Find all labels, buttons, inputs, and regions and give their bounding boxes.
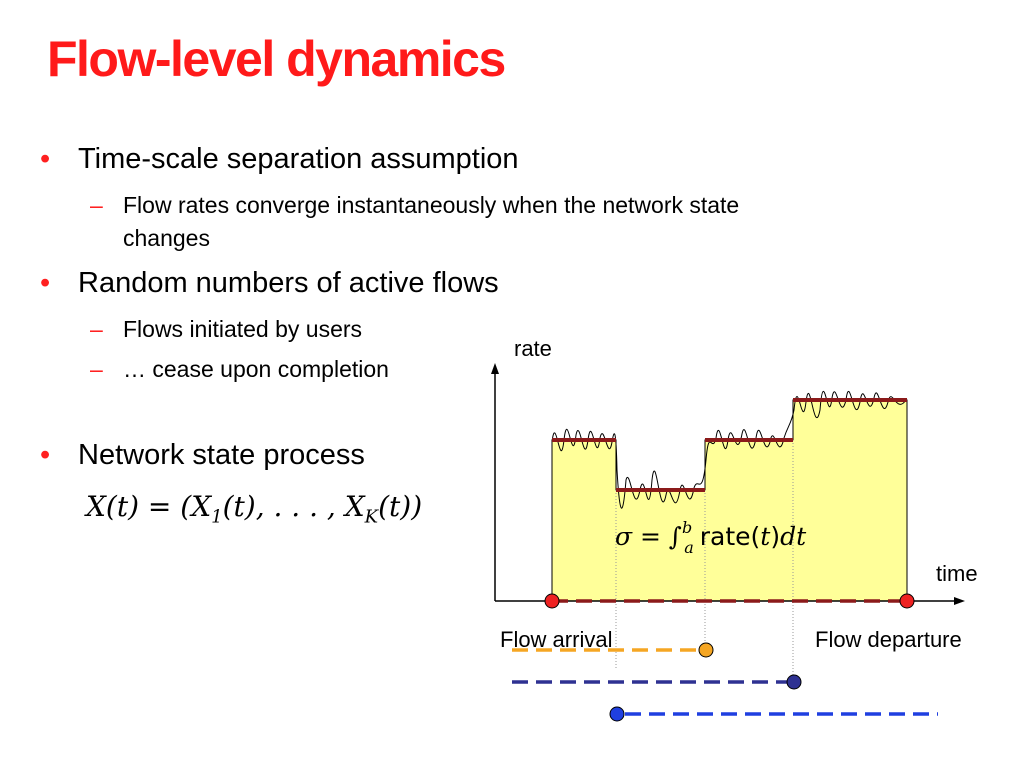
- bullet-marker: •: [40, 439, 51, 471]
- bullet-network-state: • Network state process: [40, 439, 365, 472]
- network-state-formula: X(t) = (X1(t), . . . , XK(t)): [86, 490, 423, 528]
- bullet-text: Time-scale separation assumption: [78, 143, 519, 175]
- sub-bullet-marker: –: [90, 356, 103, 382]
- flow-arrival-label: Flow arrival: [500, 627, 612, 652]
- sub-bullet-marker: –: [90, 192, 103, 218]
- flow-2-departure-marker: [786, 674, 802, 690]
- slide-title: Flow-level dynamics: [47, 31, 506, 87]
- sub-bullet-flows-initiated: –Flows initiated by users: [90, 313, 362, 346]
- mean-rate-levels: [552, 398, 907, 492]
- sub-bullet-text: … cease upon completion: [123, 356, 389, 382]
- flow-departure-label: Flow departure: [815, 627, 962, 652]
- bullet-text: Network state process: [78, 439, 365, 471]
- bullet-time-scale: • Time-scale separation assumption: [40, 143, 519, 176]
- sub-bullet-text: Flow rates converge instantaneously when…: [123, 192, 740, 251]
- bullet-text: Random numbers of active flows: [78, 267, 499, 299]
- y-axis-arrow: [491, 363, 499, 374]
- flow-3-arrival-marker: [609, 706, 625, 722]
- flow-arrival-marker: [544, 593, 560, 609]
- flow-1-departure-marker: [698, 642, 714, 658]
- bullet-marker: •: [40, 267, 51, 299]
- x-axis-label: time: [936, 561, 978, 586]
- flow-departure-marker: [899, 593, 915, 609]
- sub-bullet-text: Flows initiated by users: [123, 316, 363, 342]
- sub-bullet-marker: –: [90, 316, 103, 342]
- bullet-random-flows: • Random numbers of active flows: [40, 267, 499, 300]
- x-axis-arrow: [954, 597, 965, 605]
- sub-bullet-flow-rates: –Flow rates converge instantaneously whe…: [90, 189, 830, 255]
- bullet-marker: •: [40, 143, 51, 175]
- flow-rate-diagram: rate time Flow arrival Flow departure σ …: [491, 336, 978, 722]
- sub-bullet-cease: –… cease upon completion: [90, 353, 389, 386]
- rate-area-fill: [551, 399, 908, 602]
- y-axis-label: rate: [514, 336, 552, 361]
